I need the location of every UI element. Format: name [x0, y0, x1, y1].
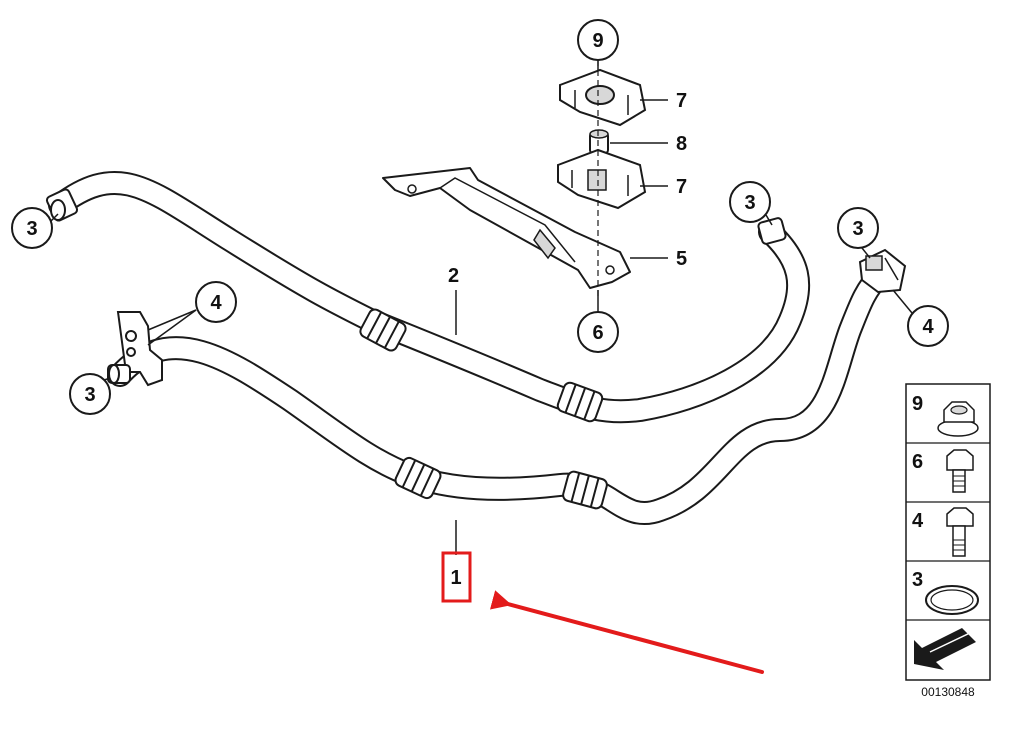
label-7-lower: 7 — [676, 176, 687, 198]
svg-text:4: 4 — [922, 316, 934, 338]
svg-text:3: 3 — [84, 384, 95, 406]
direction-arrow-icon — [914, 628, 976, 670]
label-8: 8 — [676, 133, 687, 155]
red-arrow-icon — [489, 590, 764, 674]
callout-4-left: 4 — [195, 281, 237, 323]
callout-3-left-bottom: 3 — [69, 373, 111, 415]
svg-text:6: 6 — [912, 451, 923, 473]
o-ring-icon — [925, 585, 979, 615]
leader-lines — [49, 60, 913, 555]
mounting-bracket — [382, 167, 631, 289]
svg-text:3: 3 — [26, 218, 37, 240]
callout-3-right-a: 3 — [729, 181, 771, 223]
long-bolt-icon — [946, 507, 974, 557]
legend-row-4: 4 — [912, 507, 974, 557]
lower-hose-right-fitting — [858, 248, 907, 294]
svg-text:9: 9 — [912, 393, 923, 415]
upper-hose-left-fitting — [45, 188, 79, 222]
lower-hose-left-fitting — [107, 311, 163, 387]
legend-row-3: 3 — [912, 569, 979, 615]
svg-text:4: 4 — [210, 292, 222, 314]
hose-coupling-upper-right — [556, 381, 604, 423]
svg-text:6: 6 — [592, 322, 603, 344]
legend-row-9: 9 — [912, 393, 979, 437]
callout-3-right-b: 3 — [837, 207, 879, 249]
upper-hose-right-fitting — [757, 217, 787, 245]
spacer-sleeve — [589, 129, 609, 154]
svg-text:1: 1 — [450, 567, 461, 589]
svg-text:4: 4 — [912, 510, 924, 532]
label-2: 2 — [448, 265, 459, 287]
flange-nut-icon — [937, 401, 979, 437]
svg-text:3: 3 — [852, 218, 863, 240]
upper-hose — [48, 170, 811, 424]
clamp-upper — [559, 68, 647, 127]
short-bolt-icon — [946, 449, 974, 493]
clamp-lower — [557, 148, 647, 210]
callout-6: 6 — [577, 311, 619, 353]
callout-3-left-top: 3 — [11, 207, 53, 249]
hose-coupling-lower-right — [562, 470, 608, 510]
catalog-number: 00130848 — [921, 685, 975, 699]
callout-9: 9 — [577, 19, 619, 61]
callout-4-right: 4 — [907, 305, 949, 347]
svg-text:9: 9 — [592, 30, 603, 52]
hose-coupling-upper-left — [359, 308, 407, 352]
hose-coupling-lower-left — [394, 456, 442, 500]
highlighted-part-1: 1 — [441, 551, 472, 603]
svg-text:3: 3 — [744, 192, 755, 214]
label-5: 5 — [676, 248, 687, 270]
parts-legend: 9 6 4 — [905, 383, 991, 681]
label-7-upper: 7 — [676, 90, 687, 112]
legend-row-6: 6 — [912, 449, 974, 493]
svg-text:3: 3 — [912, 569, 923, 591]
